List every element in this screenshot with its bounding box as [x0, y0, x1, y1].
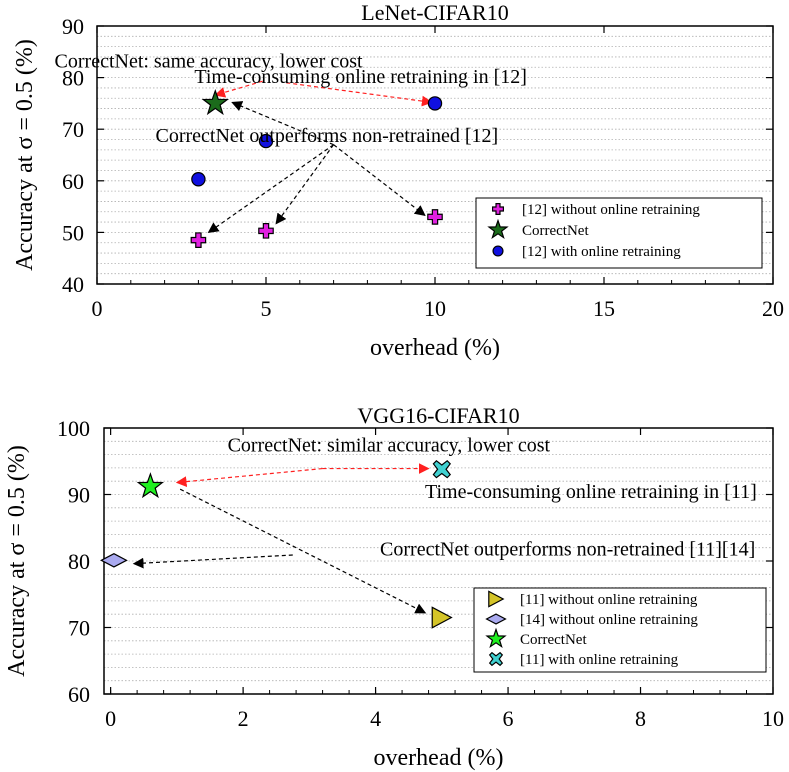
data-point	[136, 472, 165, 499]
legend-marker	[485, 613, 507, 625]
annotation-text: CorrectNet: similar accuracy, lower cost	[228, 434, 551, 456]
annotation-arrow	[275, 144, 335, 225]
x-tick-label: 8	[635, 706, 646, 731]
chart-title: VGG16-CIFAR10	[357, 403, 519, 428]
legend-marker	[492, 203, 504, 215]
chart-title: LeNet-CIFAR10	[361, 0, 508, 25]
legend-marker	[485, 627, 507, 649]
x-tick-label: 20	[762, 296, 784, 321]
data-point	[427, 209, 443, 225]
annotation-arrow	[179, 488, 427, 614]
y-tick-label: 60	[68, 682, 90, 707]
chart-1: 40 50 60 70 80 90 0 5 10 15 20 LeNet-CIFAR10 overhea…	[12, 0, 784, 361]
x-tick-label: 5	[261, 296, 272, 321]
y-tick-label: 80	[62, 66, 84, 91]
x-tick-label: 6	[503, 706, 514, 731]
legend: [12] without online retrainingCorrectNet…	[475, 197, 763, 269]
x-tick-label: 15	[593, 296, 615, 321]
data-point	[258, 223, 274, 239]
x-tick-label: 10	[424, 296, 446, 321]
data-point	[431, 606, 453, 629]
legend-label: [14] without online retraining	[520, 612, 698, 628]
y-tick-label: 70	[68, 616, 90, 641]
legend-label: [12] with online retraining	[522, 244, 681, 260]
annotation-text: Time-consuming online retraining in [11]	[425, 481, 757, 503]
x-tick-label: 2	[238, 706, 249, 731]
y-axis-label: Accuracy at σ = 0.5 (%)	[12, 39, 38, 271]
y-tick-label: 90	[68, 483, 90, 508]
x-tick-label: 10	[762, 706, 784, 731]
legend-label: [11] without online retraining	[520, 592, 698, 608]
legend-label: [11] with online retraining	[520, 652, 679, 668]
y-tick-label: 70	[62, 117, 84, 142]
data-point	[427, 96, 443, 111]
legend-box	[475, 197, 763, 269]
legend-marker	[487, 218, 509, 240]
legend-box	[473, 587, 767, 673]
annotation-arrow	[333, 144, 426, 217]
data-point	[190, 232, 207, 248]
data-point	[191, 172, 206, 187]
annotation-arrow	[207, 144, 334, 234]
legend-marker	[492, 245, 504, 257]
annotation-text: CorrectNet: same accuracy, lower cost	[55, 50, 363, 72]
x-tick-label: 0	[92, 296, 103, 321]
annotation-arrow	[286, 82, 433, 107]
legend-label: [12] without online retraining	[522, 202, 700, 218]
y-tick-label: 90	[62, 14, 84, 39]
y-tick-label: 50	[62, 220, 84, 245]
legend-marker	[488, 651, 504, 667]
x-tick-label: 0	[105, 706, 116, 731]
y-axis-label: Accuracy at σ = 0.5 (%)	[4, 445, 30, 677]
data-point	[258, 133, 274, 149]
legend-label: CorrectNet	[520, 632, 587, 648]
y-tick-label: 40	[62, 272, 84, 297]
x-axis-label: overhead (%)	[370, 335, 500, 361]
data-point	[100, 553, 128, 568]
chart-2: 60 70 80 90 100 0 2 4 6 8 10 VGG16-CIFAR10 overhead …	[4, 403, 784, 771]
y-tick-label: 80	[68, 549, 90, 574]
annotation-text: CorrectNet outperforms non-retrained [11…	[380, 539, 755, 561]
annotation-text: Time-consuming online retraining in [12]	[194, 66, 527, 88]
y-tick-label: 60	[62, 169, 84, 194]
legend-marker	[488, 590, 505, 608]
x-axis-label: overhead (%)	[374, 745, 504, 771]
legend: [11] without online retraining [14] witho…	[473, 587, 767, 673]
data-point	[201, 88, 230, 116]
x-tick-label: 4	[370, 706, 381, 731]
annotation-arrow	[214, 80, 263, 98]
data-point	[432, 460, 452, 479]
legend-label: CorrectNet	[522, 223, 589, 239]
annotation-arrow	[231, 101, 334, 146]
annotation-text: CorrectNet outperforms non-retrained [12…	[156, 125, 499, 147]
annotation-arrow	[132, 554, 293, 569]
y-tick-label: 100	[57, 416, 90, 441]
annotation-arrow	[175, 467, 323, 487]
